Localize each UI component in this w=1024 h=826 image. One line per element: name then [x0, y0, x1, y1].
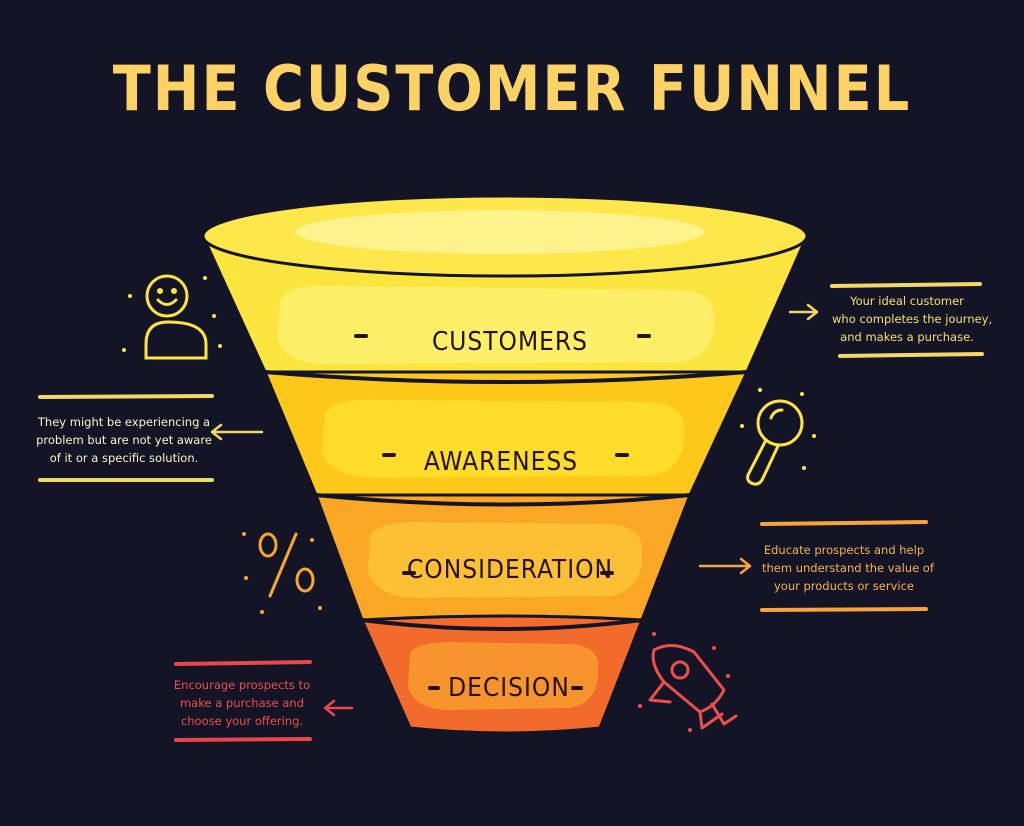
smiley-person-icon [122, 274, 222, 360]
note-customers-line: Your ideal customer [850, 294, 964, 308]
note-consideration-line: your products or service [773, 579, 914, 593]
page-title: The Customer Funnel [112, 52, 912, 125]
note-customers-line: and makes a purchase. [840, 330, 974, 344]
note-consideration-line: Educate prospects and help [763, 543, 925, 557]
percent-icon [242, 532, 322, 614]
note-awareness-line: of it or a specific solution. [49, 451, 199, 465]
highlight-decision [408, 642, 599, 710]
stage-label-customers: Customers [432, 327, 588, 357]
stage-label-decision: Decision [448, 673, 570, 703]
note-awareness-line: problem but are not yet aware [36, 433, 212, 447]
note-customers: Your ideal customer who completes the jo… [832, 292, 993, 346]
highlight-customers [278, 285, 715, 364]
note-decision: Encourage prospects to make a purchase a… [172, 676, 312, 730]
arrow-right-consideration [698, 557, 752, 575]
arrow-left-decision [323, 699, 354, 717]
note-decision-line: choose your offering. [180, 714, 304, 728]
note-awareness-line: They might be experiencing a [37, 415, 211, 429]
highlight-awareness [322, 399, 685, 478]
stage-dashes [354, 334, 651, 690]
note-customers-line: who completes the journey, [832, 312, 993, 326]
stage-label-consideration: Consideration [407, 555, 613, 585]
magnifier-icon [740, 388, 816, 486]
note-decision-line: Encourage prospects to [173, 678, 311, 692]
note-decision-line: make a purchase and [179, 696, 304, 710]
stage-label-awareness: Awareness [424, 447, 578, 477]
rocket-icon [638, 632, 738, 732]
highlight-consideration [368, 522, 643, 598]
arrow-right-customers [788, 303, 819, 321]
note-awareness: They might be experiencing a problem but… [36, 413, 212, 467]
note-consideration-line: them understand the value of [762, 561, 934, 575]
arrow-left-awareness [210, 423, 264, 441]
note-consideration: Educate prospects and help them understa… [762, 541, 934, 595]
